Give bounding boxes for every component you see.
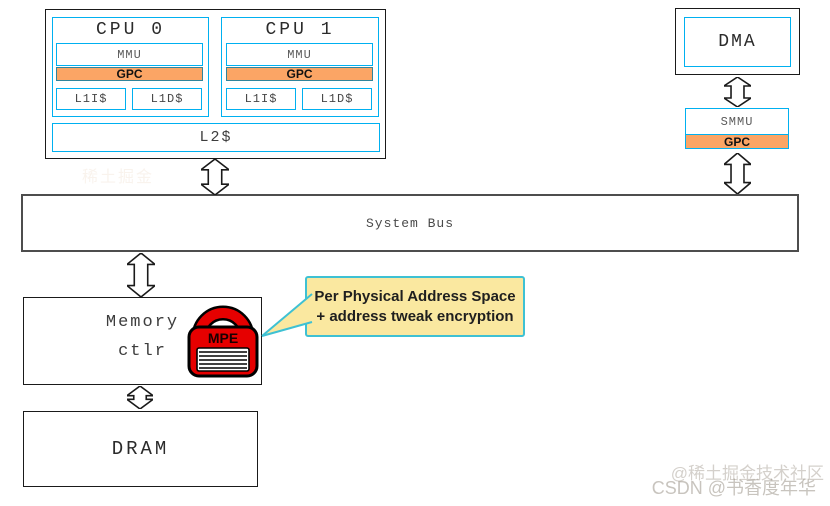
dma-smmu-arrow-icon [724,77,751,107]
mpe-lock-label: MPE [208,330,238,346]
smmu-box: SMMU [685,108,789,135]
cpu1-mmu-box: MMU [226,43,373,66]
cpu0-l1i-box: L1I$ [56,88,126,110]
watermark-faint: 稀土掘金 [82,169,155,186]
cpu0-mmu-box: MMU [56,43,203,66]
l2-cache-box: L2$ [52,123,380,152]
memory-dram-arrow-icon [127,386,153,409]
mpe-lock-icon: MPE [187,305,259,378]
callout-line1: Per Physical Address Space [314,287,516,305]
callout-line2: + address tweak encryption [316,307,514,325]
cpu0-title: CPU 0 [95,20,165,40]
dma-inner-box: DMA [684,17,791,67]
memory-ctlr-label-line2: ctlr [118,342,167,361]
cpu1-l1i-box: L1I$ [226,88,296,110]
memory-ctlr-label: Memory ctlr [60,308,225,366]
cpu1-title: CPU 1 [265,20,335,40]
dram-box: DRAM [23,411,258,487]
callout-pointer [261,293,313,337]
cpu0-l1d-box: L1D$ [132,88,202,110]
cpu1-l1d-box: L1D$ [302,88,372,110]
watermark-juejin: @稀土掘金技术社区 [670,464,824,483]
memory-ctlr-label-line1: Memory [105,313,180,332]
cpu1-gpc-bar: GPC [226,67,373,81]
encryption-callout: Per Physical Address Space + address twe… [305,276,525,337]
cluster-bus-arrow-icon [201,159,229,195]
smmu-bus-arrow-icon [724,153,751,194]
watermark-csdn: CSDN @书香度年华 [651,478,816,498]
system-bus: System Bus [21,194,799,252]
smmu-gpc-bar: GPC [685,134,789,149]
bus-memory-arrow-icon [127,253,155,297]
cpu0-gpc-bar: GPC [56,67,203,81]
